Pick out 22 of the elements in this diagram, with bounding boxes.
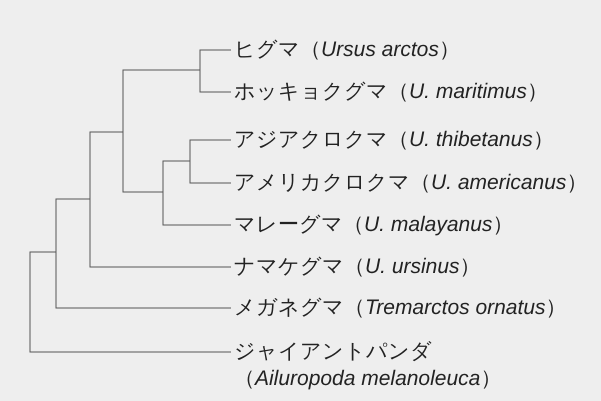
branch-line [30, 300, 232, 352]
branch-line [190, 140, 232, 162]
branch-line [90, 198, 232, 268]
branch-line [200, 50, 232, 70]
branch-line [30, 252, 56, 302]
branch-line [200, 70, 232, 92]
branch-line [122, 132, 164, 192]
species-label: メガネグマ（Tremarctos ornatus） [234, 294, 566, 321]
branch-line [90, 132, 124, 200]
branch-line [162, 192, 232, 226]
branch-line [162, 160, 190, 192]
species-label: ホッキョクグマ（U. maritimus） [234, 78, 548, 105]
branch-line [56, 252, 232, 308]
branch-line [122, 70, 200, 132]
species-label: ナマケグマ（U. ursinus） [234, 253, 481, 280]
species-label: アメリカクロクマ（U. americanus） [234, 169, 588, 196]
species-label: ヒグマ（Ursus arctos） [234, 36, 460, 63]
species-label: ジャイアントパンダ（Ailuropoda melanoleuca） [234, 338, 506, 392]
branch-line [56, 198, 90, 252]
species-label: アジアクロクマ（U. thibetanus） [234, 126, 554, 153]
species-label: マレーグマ（U. malayanus） [234, 211, 514, 238]
branch-line [190, 160, 232, 184]
